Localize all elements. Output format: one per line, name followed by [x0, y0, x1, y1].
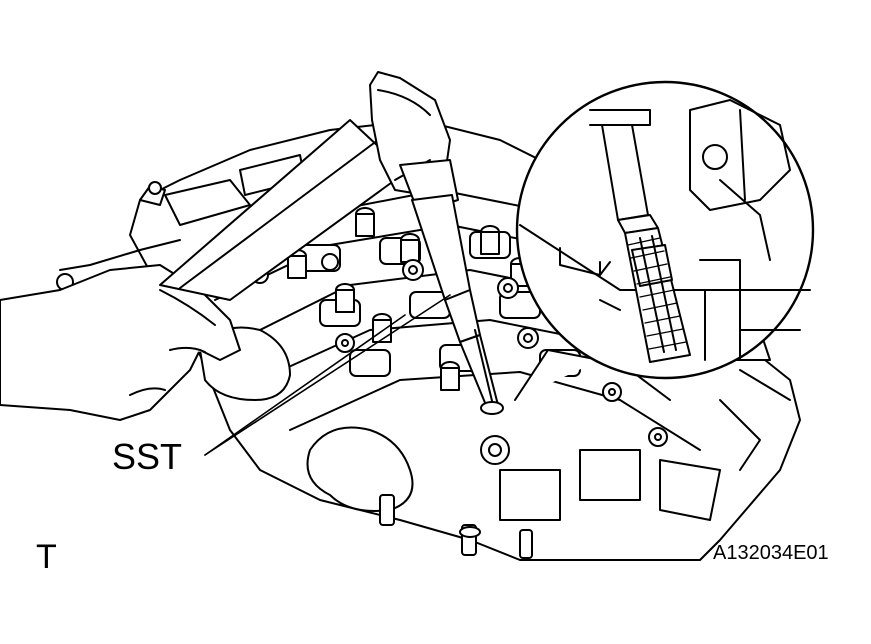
hand: [0, 264, 241, 421]
figure-code-label: A132034E01: [713, 542, 829, 564]
sst-driver: [399, 159, 504, 415]
sst-callout-label: SST: [112, 436, 183, 477]
view-mark-label: T: [36, 538, 57, 576]
sst-leader-lines: [204, 294, 451, 456]
magnified-inset: [514, 80, 815, 401]
